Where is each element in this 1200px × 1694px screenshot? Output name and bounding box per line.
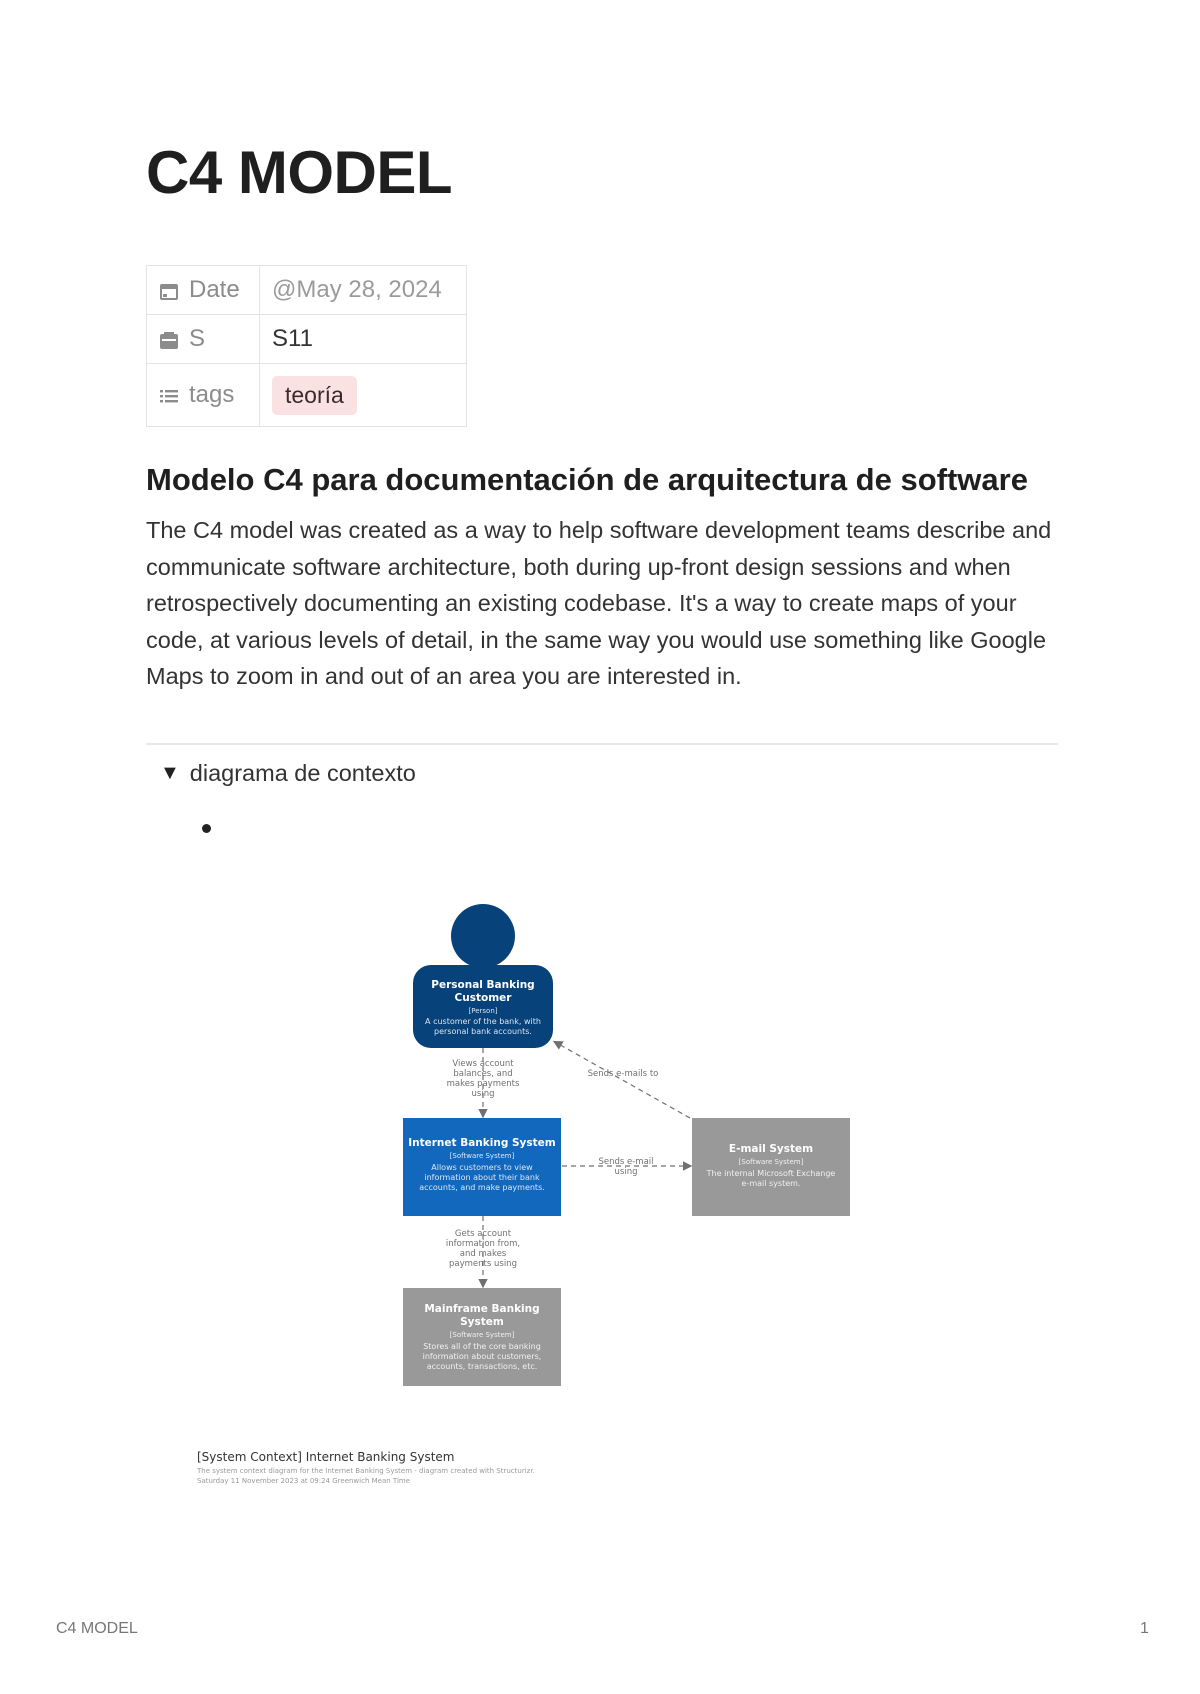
- relationship-label: Gets account: [455, 1229, 512, 1239]
- system-email: E-mail System [Software System] The inte…: [692, 1118, 850, 1216]
- system-kind: [Software System]: [450, 1152, 515, 1160]
- person-name: Personal Banking: [431, 979, 534, 991]
- calendar-icon: [159, 281, 179, 301]
- relationship-label: balances, and: [453, 1069, 512, 1079]
- system-mainframe-banking: Mainframe Banking System [Software Syste…: [403, 1288, 561, 1386]
- relationship-gets-account-info: Gets account information from, and makes…: [446, 1216, 520, 1289]
- system-description: Allows customers to view: [431, 1163, 533, 1172]
- property-name-cell: S: [146, 314, 260, 364]
- relationship-label: makes payments: [447, 1079, 520, 1089]
- relationship-label: information from,: [446, 1239, 520, 1249]
- relationship-label: using: [615, 1167, 638, 1177]
- property-label-s: S: [189, 325, 206, 352]
- system-description: information about their bank: [424, 1173, 540, 1182]
- system-kind: [Software System]: [450, 1331, 515, 1339]
- folder-icon: [159, 330, 179, 350]
- relationship-sends-email-using: Sends e-mail using: [562, 1157, 693, 1177]
- person-description: personal bank accounts.: [434, 1027, 532, 1036]
- property-label-tags: tags: [189, 381, 235, 408]
- system-name: Mainframe Banking: [424, 1303, 539, 1315]
- system-description: accounts, transactions, etc.: [427, 1362, 538, 1371]
- person-name: Customer: [455, 992, 513, 1004]
- diagram-caption-title: [System Context] Internet Banking System: [197, 1450, 454, 1464]
- system-box: [403, 1288, 561, 1386]
- person-personal-banking-customer: Personal Banking Customer [Person] A cus…: [413, 904, 553, 1048]
- relationship-label: and makes: [460, 1249, 507, 1259]
- divider: [146, 743, 1058, 745]
- system-internet-banking: Internet Banking System [Software System…: [403, 1118, 561, 1216]
- relationship-label: Sends e-mails to: [588, 1069, 659, 1079]
- relationship-views-balances: Views account balances, and makes paymen…: [447, 1048, 520, 1119]
- relationship-label: using: [472, 1089, 495, 1099]
- footer-page-title: C4 MODEL: [56, 1620, 138, 1637]
- diagram-caption-text: The system context diagram for the Inter…: [196, 1467, 535, 1475]
- system-name: E-mail System: [729, 1143, 813, 1155]
- tag-pill[interactable]: teoría: [272, 375, 357, 415]
- property-row-s: S S11: [146, 314, 467, 364]
- footer-page-number: 1: [1140, 1620, 1149, 1637]
- property-label-date: Date: [189, 276, 240, 303]
- system-kind: [Software System]: [739, 1158, 804, 1166]
- relationship-label: Views account: [452, 1059, 514, 1069]
- person-body-shape: [413, 965, 553, 1048]
- relationship-label: payments using: [449, 1259, 517, 1269]
- system-description: The internal Microsoft Exchange: [706, 1169, 836, 1178]
- system-description: accounts, and make payments.: [419, 1183, 545, 1192]
- intro-paragraph: The C4 model was created as a way to hel…: [146, 517, 1052, 689]
- system-box: [692, 1118, 850, 1216]
- property-value-s[interactable]: S11: [259, 314, 467, 364]
- system-description: e-mail system.: [742, 1179, 801, 1188]
- system-description: Stores all of the core banking: [423, 1342, 541, 1351]
- system-description: information about customers,: [423, 1352, 542, 1361]
- property-value-tags[interactable]: teoría: [259, 363, 467, 427]
- page-title: C4 MODEL: [146, 139, 453, 206]
- properties-table: Date @May 28, 2024 S S11 tags teoría: [146, 265, 467, 427]
- property-row-tags: tags teoría: [146, 363, 467, 427]
- system-name: Internet Banking System: [408, 1137, 556, 1149]
- list-icon: [159, 386, 179, 406]
- property-name-cell: Date: [146, 265, 260, 315]
- section-heading: Modelo C4 para documentación de arquitec…: [146, 462, 1028, 497]
- c4-context-diagram: Views account balances, and makes paymen…: [196, 904, 850, 1485]
- toggle-triangle-icon[interactable]: ▼: [160, 762, 180, 784]
- bullet-point: [202, 824, 211, 833]
- property-row-date: Date @May 28, 2024: [146, 265, 467, 315]
- person-head-shape: [451, 904, 515, 968]
- person-description: A customer of the bank, with: [425, 1017, 541, 1026]
- property-value-date[interactable]: @May 28, 2024: [259, 265, 467, 315]
- person-kind: [Person]: [469, 1007, 498, 1015]
- system-name: System: [460, 1316, 504, 1328]
- relationship-sends-emails-to: Sends e-mails to: [552, 1040, 691, 1119]
- toggle-label: diagrama de contexto: [189, 760, 416, 786]
- system-box: [403, 1118, 561, 1216]
- property-name-cell: tags: [146, 363, 260, 427]
- relationship-label: Sends e-mail: [598, 1157, 653, 1167]
- diagram-caption-text: Saturday 11 November 2023 at 09:24 Green…: [197, 1477, 410, 1485]
- toggle-diagrama-de-contexto[interactable]: ▼ diagrama de contexto: [160, 760, 416, 787]
